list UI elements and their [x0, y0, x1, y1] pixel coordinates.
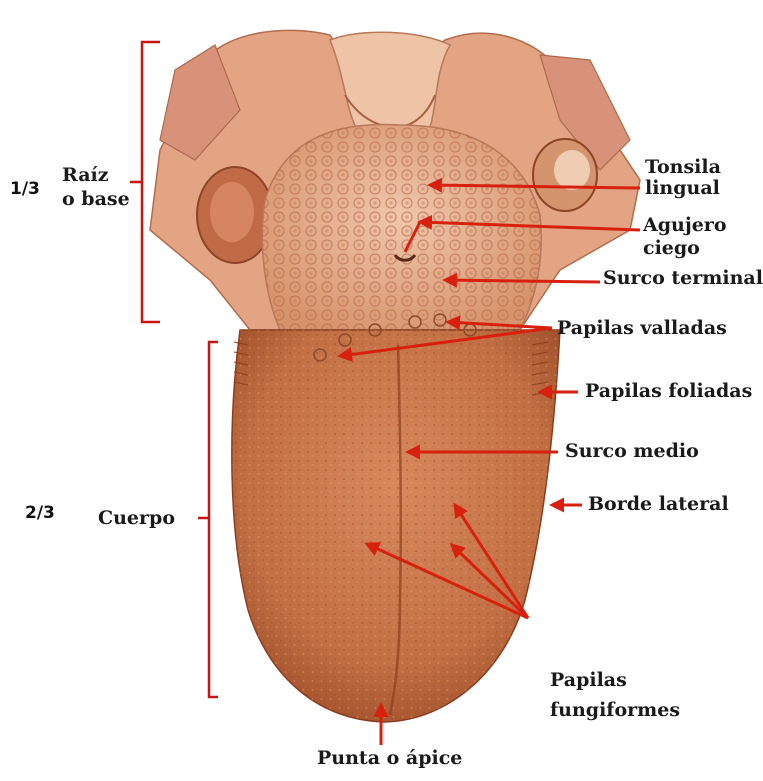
label-agujero-ciego-1: Agujero — [643, 215, 727, 236]
label-papilas-fungiformes-1: Papilas — [550, 670, 627, 691]
label-punta-apice: Punta o ápice — [317, 748, 462, 769]
label-papilas-foliadas: Papilas foliadas — [585, 381, 752, 402]
pointer-surco-terminal — [445, 280, 600, 282]
fraction-cuerpo: 2/3 — [25, 503, 55, 523]
label-borde-lateral: Borde lateral — [588, 494, 729, 515]
tongue-body — [232, 314, 560, 722]
label-raiz-1: Raíz — [62, 165, 109, 186]
label-papilas-valladas: Papilas valladas — [557, 318, 727, 339]
label-tonsila-lingual-2: lingual — [645, 178, 720, 199]
label-surco-medio: Surco medio — [565, 441, 699, 462]
label-tonsila-lingual-1: Tonsila — [645, 157, 721, 178]
bracket-cuerpo — [198, 342, 218, 697]
label-surco-terminal: Surco terminal — [603, 268, 763, 289]
label-raiz-2: o base — [62, 189, 130, 210]
fraction-raiz: 1/3 — [10, 179, 40, 199]
label-papilas-fungiformes-2: fungiformes — [550, 700, 680, 721]
tongue-root — [262, 124, 541, 330]
label-agujero-ciego-2: ciego — [643, 238, 700, 259]
label-cuerpo: Cuerpo — [98, 508, 175, 529]
